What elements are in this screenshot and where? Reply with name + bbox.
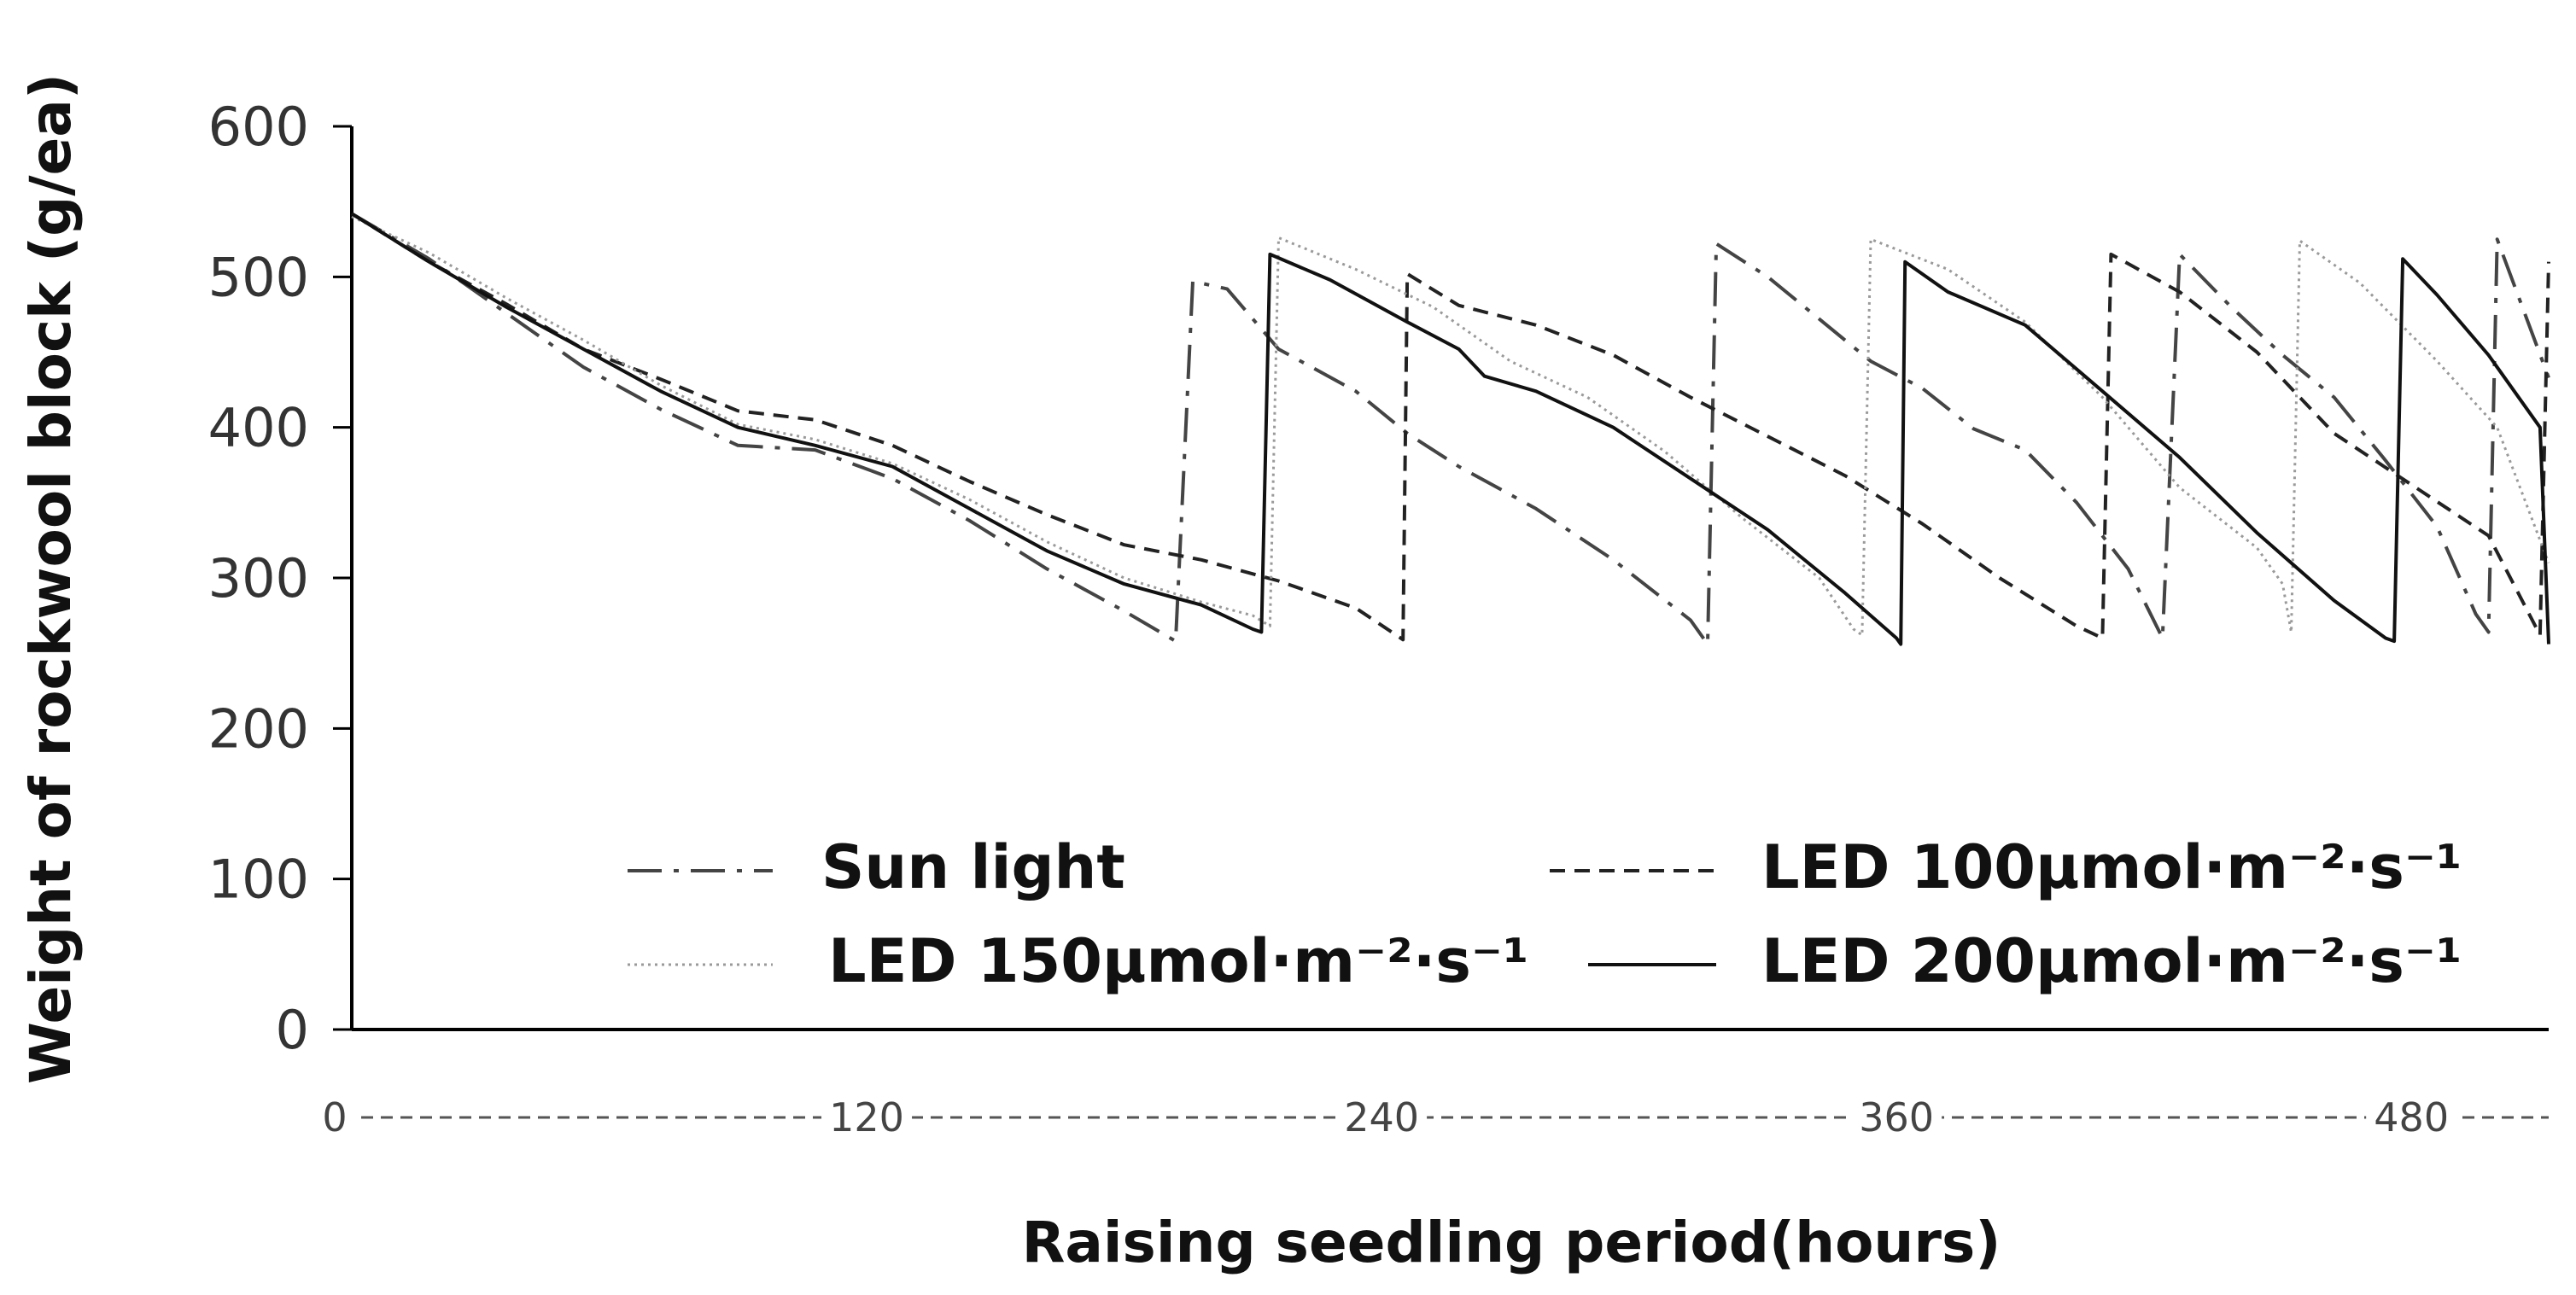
- y-ticks: 0 100 200 300 400 500 600: [208, 96, 352, 1061]
- y-axis-title: Weight of rockwool block (g/ea): [18, 73, 84, 1084]
- x-tick-label: 360: [1859, 1094, 1934, 1140]
- legend-label-sun-light: Sun light: [821, 832, 1125, 902]
- x-tick-label-bg: [1336, 1096, 1428, 1139]
- series-line-1: [350, 212, 2550, 642]
- legend-item-led-150: LED 150μmol·m⁻²·s⁻¹: [628, 926, 1529, 996]
- x-tick-label-bg: [2366, 1096, 2457, 1139]
- x-tick-label-bg: [821, 1096, 913, 1139]
- series-layer: [350, 212, 2550, 646]
- legend-item-sun-light: Sun light: [628, 832, 1125, 902]
- x-ticks: 0 120 240 360 480: [315, 1094, 2457, 1140]
- y-tick-label: 300: [208, 547, 309, 610]
- legend-label-led-200: LED 200μmol·m⁻²·s⁻¹: [1761, 926, 2462, 996]
- x-tick-label-bg: [1851, 1096, 1942, 1139]
- y-tick-label: 100: [208, 849, 309, 911]
- x-axis-title: Raising seedling period(hours): [1022, 1210, 2001, 1275]
- legend-label-led-150: LED 150μmol·m⁻²·s⁻¹: [828, 926, 1529, 996]
- y-tick-label: 0: [276, 999, 309, 1061]
- legend-label-led-100: LED 100μmol·m⁻²·s⁻¹: [1761, 832, 2462, 902]
- y-tick-label: 500: [208, 246, 309, 308]
- legend-item-led-200: LED 200μmol·m⁻²·s⁻¹: [1588, 926, 2462, 996]
- series-line-0: [350, 212, 2550, 646]
- x-tick-label: 0: [322, 1094, 347, 1140]
- legend-item-led-100: LED 100μmol·m⁻²·s⁻¹: [1550, 832, 2462, 902]
- y-tick-label: 200: [208, 697, 309, 760]
- x-tick-label: 240: [1344, 1094, 1419, 1140]
- y-tick-label: 400: [208, 397, 309, 459]
- x-tick-label-bg: [315, 1096, 354, 1139]
- x-tick-label: 480: [2374, 1094, 2449, 1140]
- y-tick-label: 600: [208, 96, 309, 158]
- legend: Sun light LED 100μmol·m⁻²·s⁻¹ LED 150μmo…: [628, 832, 2462, 996]
- series-line-3: [350, 212, 2550, 646]
- series-line-2: [351, 215, 2550, 637]
- x-tick-label: 120: [829, 1094, 904, 1140]
